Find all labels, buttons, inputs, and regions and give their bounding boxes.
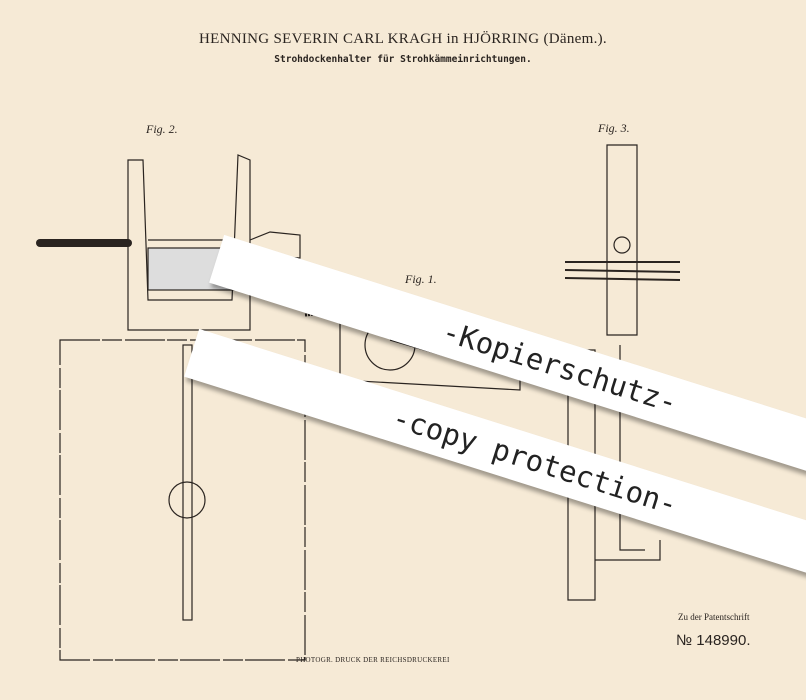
- figure-2-label: Fig. 2.: [146, 122, 178, 136]
- patent-number: № 148990.: [676, 632, 751, 649]
- patent-reference: Zu der Patentschrift: [678, 612, 750, 622]
- printer-credit: PHOTOGR. DRUCK DER REICHSDRUCKEREI: [296, 656, 450, 664]
- figure-3-label: Fig. 3.: [598, 121, 630, 135]
- figure-3-drawing: [564, 144, 681, 601]
- figure-1-label: Fig. 1.: [405, 272, 437, 286]
- patent-title: Strohdockenhalter für Strohkämmeinrichtu…: [274, 54, 532, 65]
- figure-2-drawing: [36, 154, 306, 661]
- patent-author: HENNING SEVERIN CARL KRAGH in HJÖRRING (…: [199, 31, 607, 47]
